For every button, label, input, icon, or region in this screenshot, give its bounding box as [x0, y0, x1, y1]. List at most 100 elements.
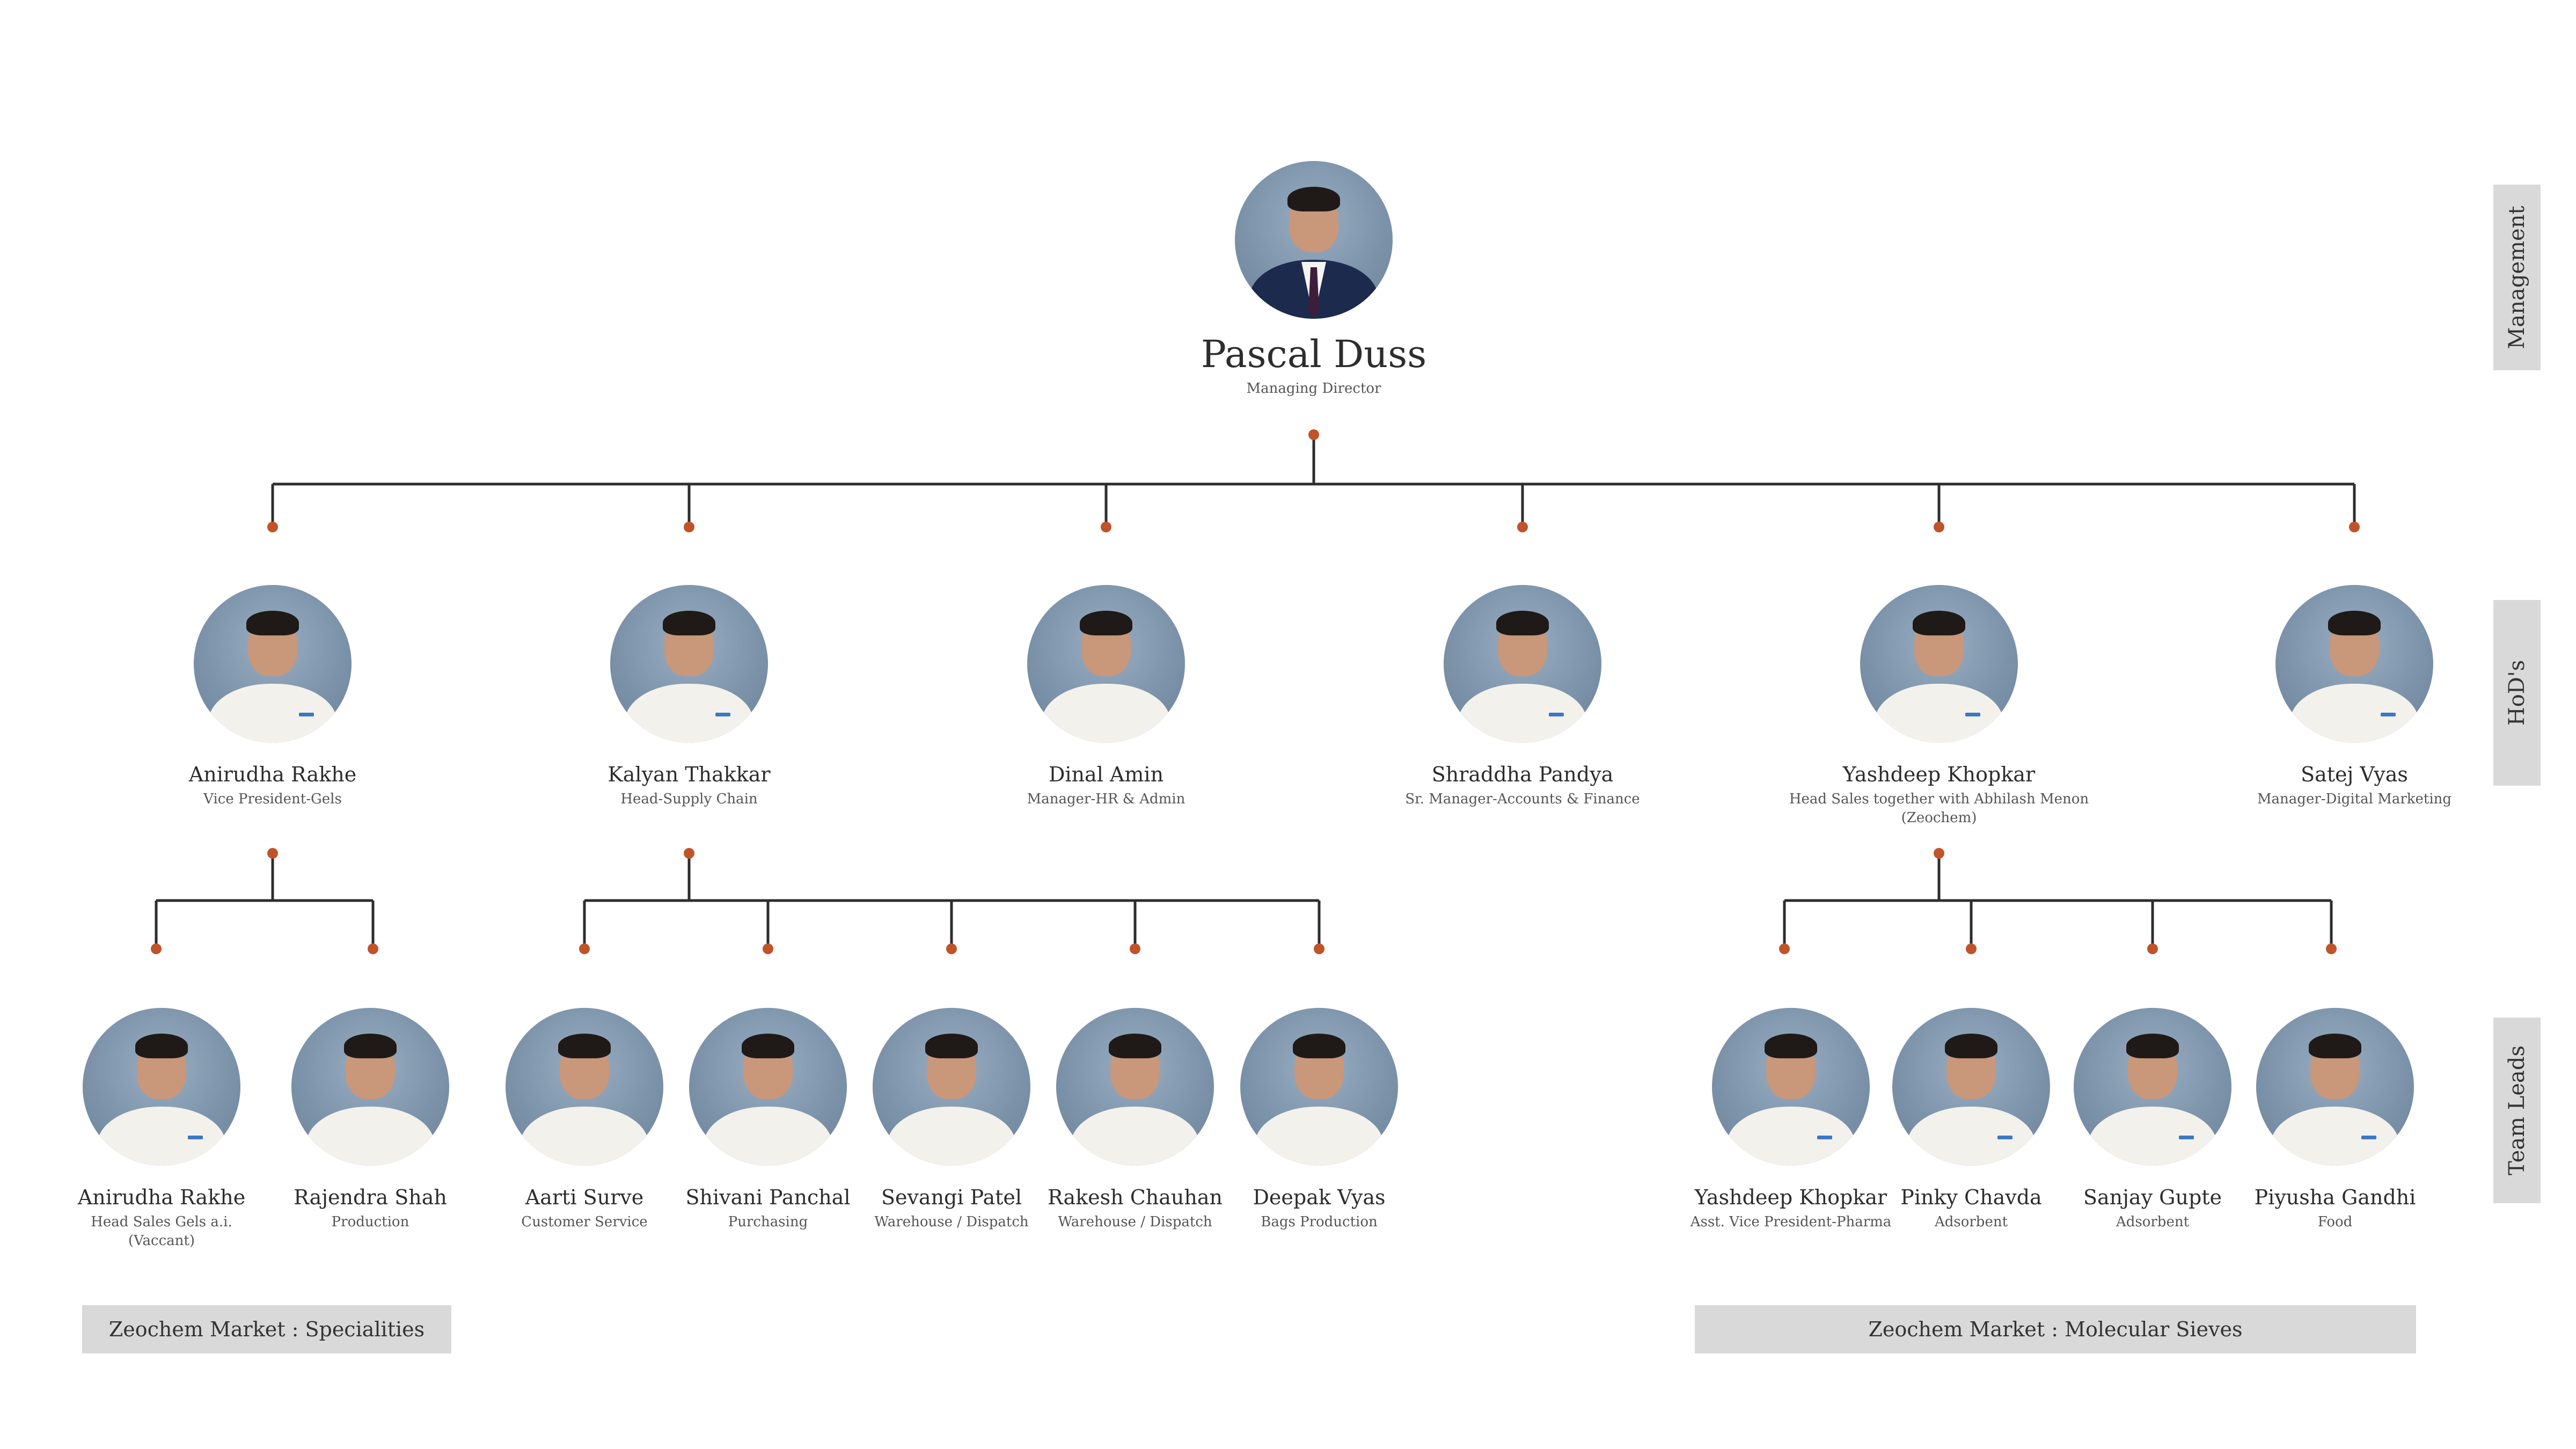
level-label-hods: HoD's: [2493, 600, 2541, 786]
person-title: Head Sales together with Abhilash Menon …: [1789, 791, 2089, 826]
team-lead-card: Piyusha Gandhi Food: [2185, 1008, 2485, 1232]
person-name: Anirudha Rakhe: [77, 1185, 246, 1209]
connector-dot: [267, 848, 278, 859]
person-name: Shivani Panchal: [685, 1185, 851, 1209]
portrait-photo-icon: [1444, 585, 1601, 743]
team-lead-card: Deepak Vyas Bags Production: [1169, 1008, 1469, 1232]
person-title: Vice President-Gels: [203, 791, 342, 807]
portrait-photo-icon: [2256, 1008, 2414, 1166]
connector-dot: [763, 943, 773, 954]
portrait-photo-icon: [1892, 1008, 2050, 1166]
person-name: Sanjay Gupte: [2083, 1185, 2222, 1209]
person-title: Bags Production: [1261, 1213, 1378, 1230]
portrait-photo-icon: [194, 585, 352, 743]
connector-dot: [2349, 522, 2360, 532]
level-label-management: Management: [2493, 185, 2541, 370]
level-label-text: Management: [2505, 206, 2529, 349]
connector-dot: [684, 522, 694, 532]
level-label-text: HoD's: [2505, 660, 2529, 726]
connector-dot: [1314, 943, 1324, 954]
portrait-photo-icon: [1027, 585, 1185, 743]
hod-card: Yashdeep Khopkar Head Sales together wit…: [1789, 585, 2089, 828]
portrait-photo-icon: [1712, 1008, 1870, 1166]
person-name: Yashdeep Khopkar: [1842, 763, 2036, 786]
team-lead-card: Anirudha Rakhe Head Sales Gels a.i. (Vac…: [11, 1008, 312, 1250]
portrait-photo-icon: [1235, 161, 1393, 319]
hod-card: Dinal Amin Manager-HR & Admin: [956, 585, 1256, 809]
person-title: Manager-Digital Marketing: [2257, 791, 2452, 807]
person-title: Purchasing: [728, 1213, 808, 1230]
market-label-text: Zeochem Market : Specialities: [108, 1318, 425, 1341]
person-name: Kalyan Thakkar: [608, 763, 771, 786]
managing-director-card: Pascal Duss Managing Director: [1163, 161, 1464, 398]
person-name: Yashdeep Khopkar: [1694, 1185, 1887, 1209]
person-title: Adsorbent: [2116, 1213, 2190, 1230]
connector-dot: [368, 943, 378, 954]
person-name: Rajendra Shah: [294, 1185, 447, 1209]
team-lead-card: Rakesh Chauhan Warehouse / Dispatch: [985, 1008, 1285, 1232]
person-title: Manager-HR & Admin: [1027, 791, 1185, 807]
connector-dot: [1517, 522, 1528, 532]
person-name: Rakesh Chauhan: [1048, 1185, 1223, 1209]
person-title: Warehouse / Dispatch: [1058, 1213, 1212, 1230]
person-name: Dinal Amin: [1048, 763, 1164, 786]
portrait-photo-icon: [1240, 1008, 1398, 1166]
connector-dot: [1934, 848, 1944, 859]
connector-dot: [1308, 429, 1319, 440]
team-lead-card: Rajendra Shah Production: [220, 1008, 521, 1232]
hod-card: Shraddha Pandya Sr. Manager-Accounts & F…: [1372, 585, 1673, 809]
portrait-photo-icon: [873, 1008, 1030, 1166]
person-title: Head Sales Gels a.i. (Vaccant): [91, 1213, 232, 1249]
hod-card: Anirudha Rakhe Vice President-Gels: [122, 585, 423, 809]
connector-dot: [579, 943, 590, 954]
portrait-photo-icon: [291, 1008, 449, 1166]
portrait-photo-icon: [689, 1008, 847, 1166]
market-label-molecular-sieves: Zeochem Market : Molecular Sieves: [1695, 1305, 2416, 1353]
level-label-text: Team Leads: [2505, 1045, 2529, 1175]
connector-dot: [1966, 943, 1977, 954]
person-name: Aarti Surve: [525, 1185, 644, 1209]
hod-card: Kalyan Thakkar Head-Supply Chain: [539, 585, 839, 809]
team-lead-card: Yashdeep Khopkar Asst. Vice President-Ph…: [1641, 1008, 1941, 1232]
portrait-photo-icon: [83, 1008, 240, 1166]
connector-dot: [684, 848, 694, 859]
level-label-team-leads: Team Leads: [2493, 1018, 2541, 1203]
connector-dot: [1101, 522, 1111, 532]
connector-dot: [267, 522, 278, 532]
person-name: Piyusha Gandhi: [2254, 1185, 2416, 1209]
team-lead-card: Aarti Surve Customer Service: [434, 1008, 735, 1232]
connector-dot: [946, 943, 957, 954]
team-lead-card: Pinky Chavda Adsorbent: [1821, 1008, 2121, 1232]
connector-dot: [2147, 943, 2158, 954]
connector-dot: [2326, 943, 2337, 954]
person-name: Deepak Vyas: [1253, 1185, 1386, 1209]
person-title: Customer Service: [521, 1213, 648, 1230]
person-title: Production: [331, 1213, 409, 1230]
person-name: Pinky Chavda: [1900, 1185, 2042, 1209]
person-title: Food: [2317, 1213, 2353, 1230]
person-name: Pascal Duss: [1201, 332, 1427, 376]
connector-dot: [1130, 943, 1140, 954]
connector-dot: [1934, 522, 1944, 532]
person-title: Head-Supply Chain: [620, 791, 758, 807]
team-lead-card: Sevangi Patel Warehouse / Dispatch: [801, 1008, 1102, 1232]
person-name: Anirudha Rakhe: [188, 763, 357, 786]
market-label-specialities: Zeochem Market : Specialities: [82, 1305, 451, 1353]
person-name: Shraddha Pandya: [1431, 763, 1614, 786]
person-title: Adsorbent: [1934, 1213, 2008, 1230]
person-title: Managing Director: [1246, 380, 1381, 397]
person-title: Sr. Manager-Accounts & Finance: [1405, 791, 1640, 807]
person-title: Asst. Vice President-Pharma: [1690, 1213, 1892, 1230]
connector-dot: [1779, 943, 1790, 954]
portrait-photo-icon: [506, 1008, 663, 1166]
portrait-photo-icon: [1860, 585, 2018, 743]
person-name: Sevangi Patel: [881, 1185, 1022, 1209]
connector-dot: [151, 943, 162, 954]
portrait-photo-icon: [610, 585, 768, 743]
person-name: Satej Vyas: [2301, 763, 2408, 786]
hod-card: Satej Vyas Manager-Digital Marketing: [2204, 585, 2505, 809]
portrait-photo-icon: [2275, 585, 2433, 743]
portrait-photo-icon: [2074, 1008, 2231, 1166]
portrait-photo-icon: [1056, 1008, 1214, 1166]
